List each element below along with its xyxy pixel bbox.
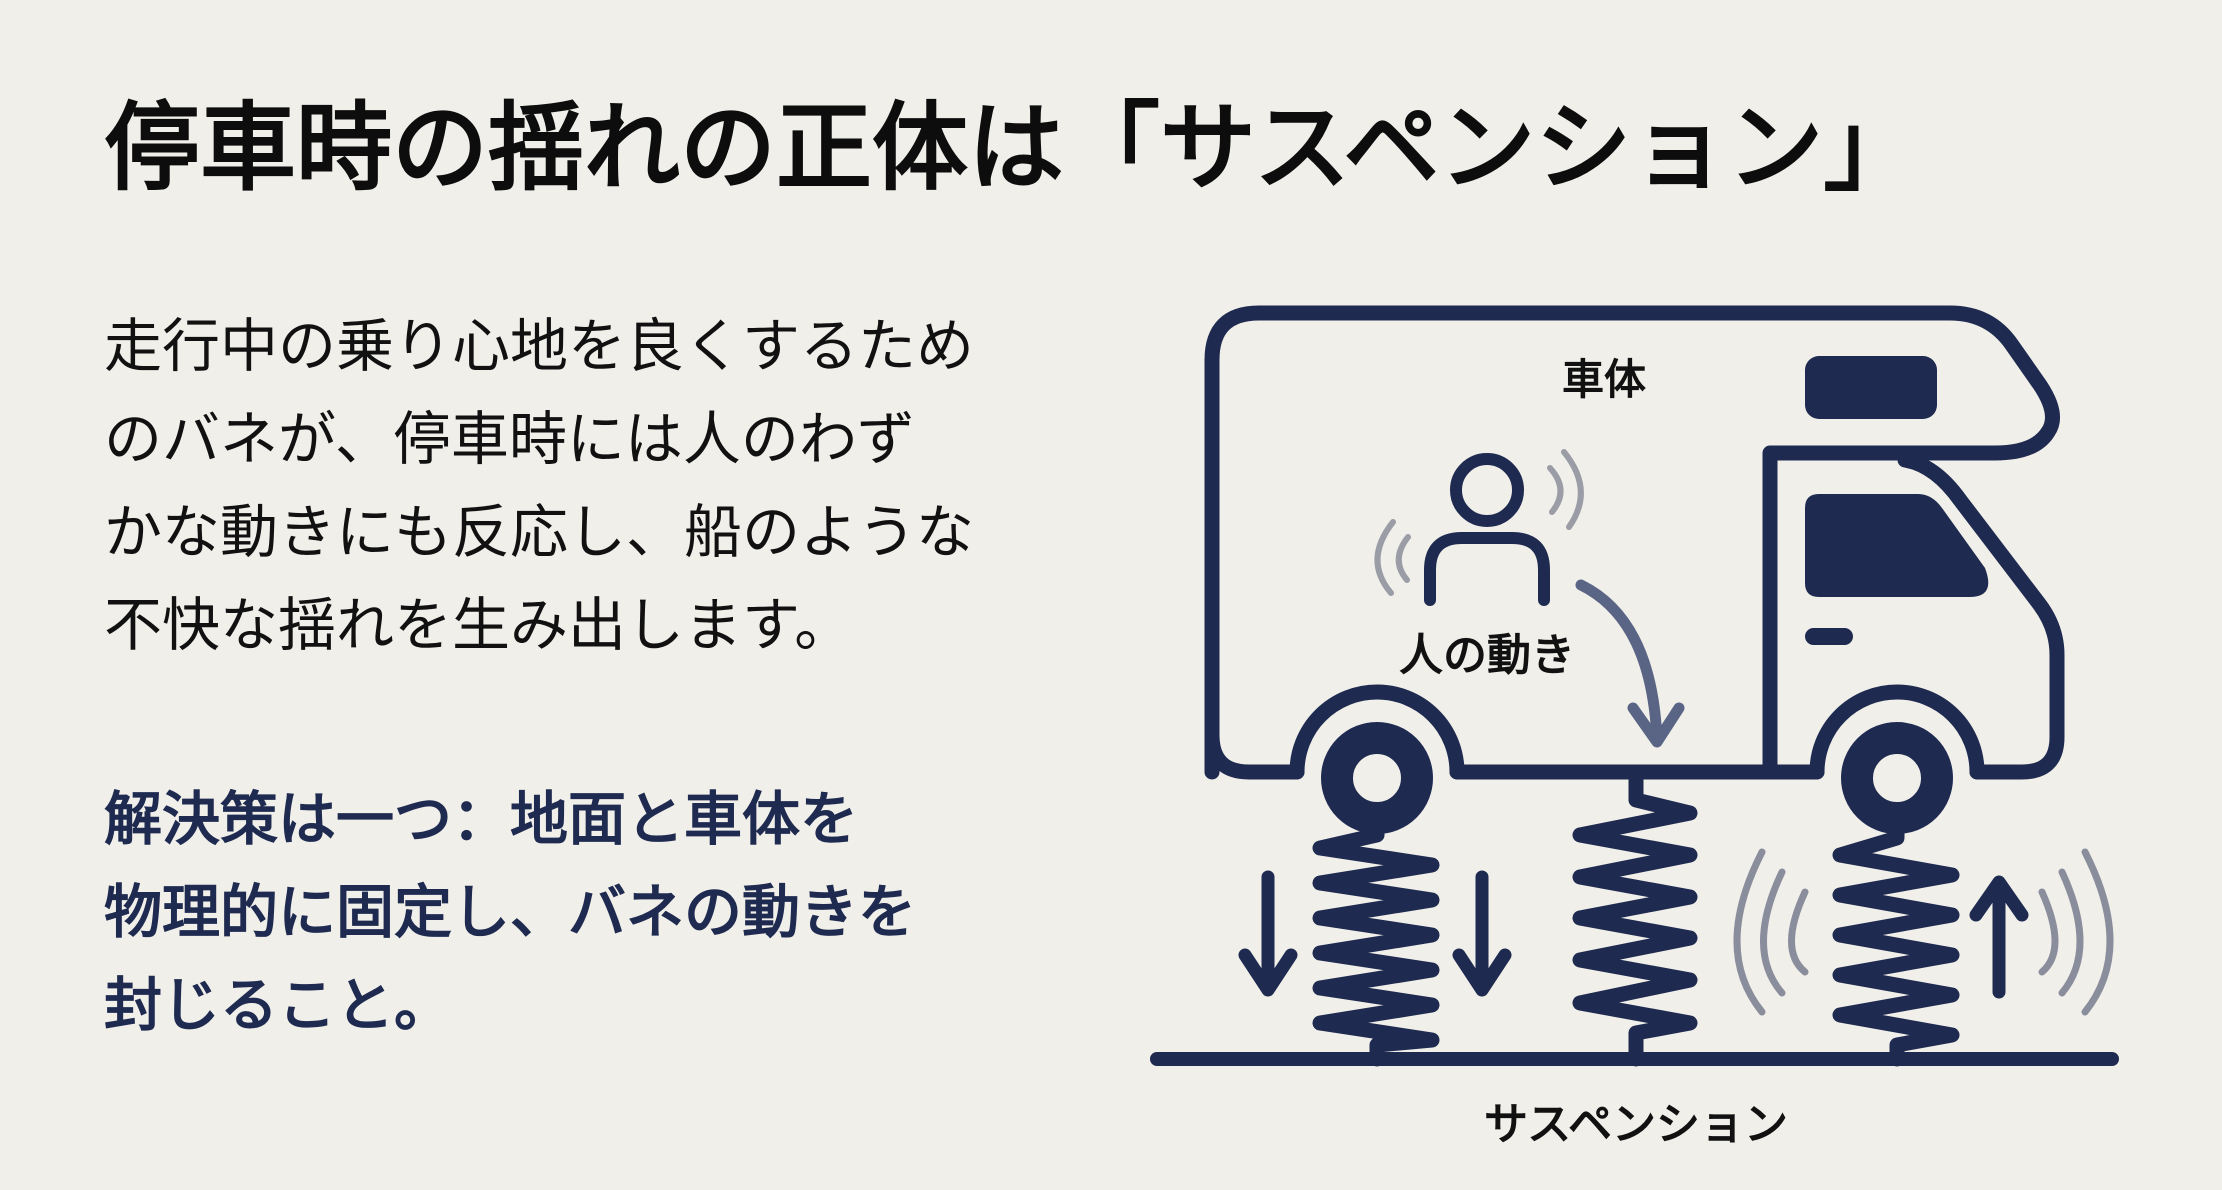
person-movement-label: 人の動き (1399, 630, 1575, 681)
curved-arrow-icon (1575, 579, 1685, 748)
explanation-line: 走行中の乗り心地を良くするため (104, 312, 975, 380)
up-arrow-icon (1969, 875, 2029, 999)
vibration-wave-icon (1733, 848, 2114, 1016)
solution-line: 解決策は一つ：地面と車体を (104, 785, 859, 853)
solution-line: 物理的に固定し、バネの動きを (104, 878, 917, 946)
upper-window-icon (1805, 356, 1937, 419)
spring-icon (1312, 764, 1960, 1067)
explanation-line: 不快な揺れを生み出します。 (104, 591, 853, 659)
vibration-wave-icon (1374, 449, 1584, 596)
solution-text: 解決策は一つ：地面と車体を 物理的に固定し、バネの動きを 封じること。 (104, 773, 1114, 1052)
suspension-label: サスペンション (1483, 1099, 1789, 1150)
explanation-line: かな動きにも反応し、船のような (104, 498, 975, 566)
door-handle-icon (1805, 628, 1853, 645)
person-icon (1424, 453, 1550, 606)
side-window-icon (1805, 494, 1989, 597)
solution-line: 封じること。 (104, 971, 453, 1039)
explanation-line: のバネが、停車時には人のわず (104, 405, 915, 473)
vehicle-body-label: 車体 (1561, 355, 1647, 404)
down-arrow-icon (1238, 870, 1512, 997)
page-title: 停車時の揺れの正体は「サスペンション」 (104, 92, 1920, 204)
explanation-text: 走行中の乗り心地を良くするため のバネが、停車時には人のわず かな動きにも反応し… (104, 300, 1114, 672)
